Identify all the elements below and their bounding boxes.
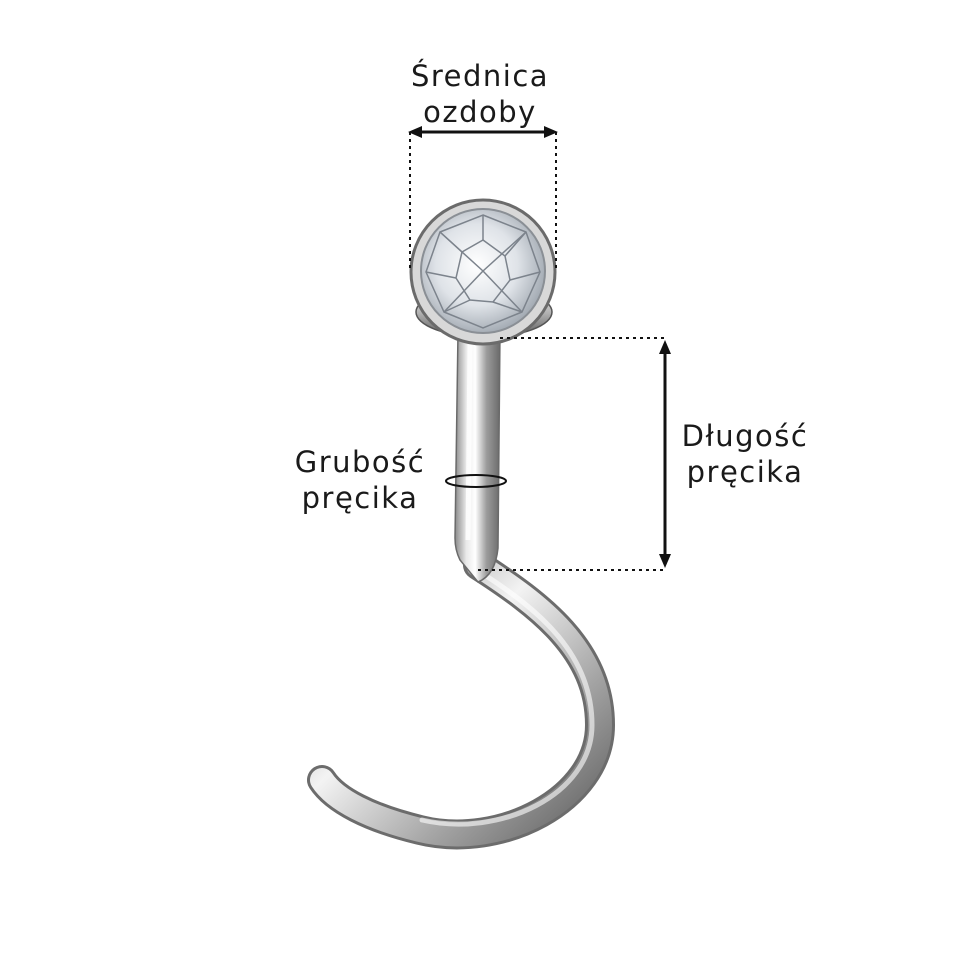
diameter-label: Średnica ozdoby — [380, 58, 580, 130]
length-label-line2: pręcika — [686, 455, 804, 489]
rod-body — [454, 331, 501, 583]
hook-curve — [310, 553, 613, 847]
length-label-line1: Długość — [681, 419, 809, 453]
thickness-ring — [445, 474, 507, 488]
length-dimension — [478, 337, 671, 571]
diameter-label-line1: Średnica — [410, 59, 550, 93]
hook-highlight — [419, 569, 595, 827]
thickness-label-line1: Grubość — [294, 445, 426, 479]
rod-highlight — [465, 339, 473, 541]
thickness-label-line2: pręcika — [301, 481, 419, 515]
gem-facets — [425, 214, 541, 329]
thickness-label: Grubość pręcika — [275, 444, 445, 516]
length-label: Długość pręcika — [640, 418, 850, 490]
diameter-label-line2: ozdoby — [423, 95, 537, 129]
diameter-dimension — [408, 126, 558, 272]
